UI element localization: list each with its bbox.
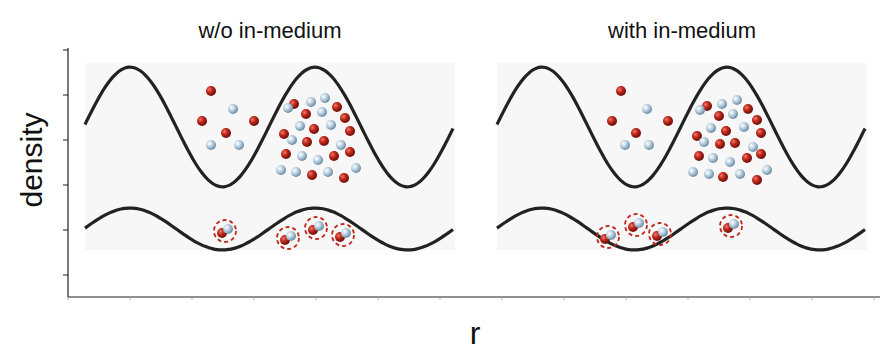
- neutron: [283, 103, 293, 113]
- neutron: [297, 151, 307, 161]
- panel: w/o in-medium: [85, 18, 455, 44]
- axis-title: r: [470, 315, 481, 352]
- proton: [332, 102, 342, 112]
- neutron: [620, 140, 630, 150]
- cluster-ring: [332, 224, 354, 246]
- neutron: [287, 135, 297, 145]
- proton: [607, 116, 617, 126]
- neutron: [739, 122, 749, 132]
- proton: [721, 126, 731, 136]
- neutron: [688, 167, 698, 177]
- proton: [221, 128, 231, 138]
- density-curve: [85, 67, 453, 187]
- cluster-ring: [649, 223, 671, 245]
- proton: [279, 129, 289, 139]
- neutron: [706, 123, 716, 133]
- proton: [329, 151, 339, 161]
- neutron: [606, 230, 616, 240]
- neutron: [295, 121, 305, 131]
- proton: [249, 116, 259, 126]
- neutron: [717, 99, 727, 109]
- panel-title: with in-medium: [497, 18, 867, 44]
- neutron: [323, 167, 333, 177]
- neutron: [704, 169, 714, 179]
- neutron: [735, 169, 745, 179]
- proton: [345, 126, 355, 136]
- neutron: [729, 219, 739, 229]
- proton: [309, 124, 319, 134]
- neutron: [732, 95, 742, 105]
- proton: [301, 109, 311, 119]
- panel-title: w/o in-medium: [85, 18, 455, 44]
- particles: [197, 86, 772, 249]
- cluster-ring: [305, 217, 327, 239]
- proton: [714, 111, 724, 121]
- neutron: [634, 218, 644, 228]
- neutron: [228, 104, 238, 114]
- proton: [663, 116, 673, 126]
- neutron: [313, 155, 323, 165]
- neutron: [286, 231, 296, 241]
- proton: [631, 128, 641, 138]
- proton: [319, 136, 329, 146]
- proton: [281, 149, 291, 159]
- proton: [715, 139, 725, 149]
- proton: [694, 151, 704, 161]
- axis-title: density: [15, 112, 49, 207]
- proton: [302, 137, 312, 147]
- neutron: [314, 221, 324, 231]
- cluster-ring: [277, 227, 299, 249]
- neutron: [728, 109, 738, 119]
- proton: [756, 149, 766, 159]
- neutron: [762, 165, 772, 175]
- cluster-ring: [597, 226, 619, 248]
- panel-ground: [85, 63, 455, 250]
- neutron: [291, 167, 301, 177]
- neutron: [695, 105, 705, 115]
- proton: [752, 175, 762, 185]
- neutron: [276, 165, 286, 175]
- neutron: [644, 140, 654, 150]
- neutron: [206, 140, 216, 150]
- axes: [63, 48, 880, 300]
- proton: [743, 104, 753, 114]
- neutron: [306, 97, 316, 107]
- neutron: [351, 163, 361, 173]
- proton: [307, 170, 317, 180]
- neutron: [320, 93, 330, 103]
- density-waves: [85, 67, 865, 250]
- proton: [756, 128, 766, 138]
- neutron: [725, 157, 735, 167]
- density-curve: [497, 208, 865, 250]
- panel: with in-medium: [497, 18, 867, 44]
- cluster-ring: [214, 220, 236, 242]
- neutron: [708, 153, 718, 163]
- proton: [340, 113, 350, 123]
- neutron: [341, 228, 351, 238]
- density-curve: [497, 67, 865, 187]
- proton: [206, 86, 216, 96]
- proton: [197, 116, 207, 126]
- cluster-ring: [720, 215, 742, 237]
- panel-ground: [497, 63, 867, 250]
- neutron: [699, 137, 709, 147]
- neutron: [748, 142, 758, 152]
- neutron: [658, 227, 668, 237]
- neutron: [223, 224, 233, 234]
- neutron: [234, 140, 244, 150]
- proton: [339, 173, 349, 183]
- cluster-ring: [625, 214, 647, 236]
- proton: [742, 153, 752, 163]
- proton: [730, 138, 740, 148]
- neutron: [642, 104, 652, 114]
- proton: [752, 115, 762, 125]
- neutron: [317, 107, 327, 117]
- proton: [345, 147, 355, 157]
- proton: [616, 86, 626, 96]
- neutron: [326, 120, 336, 130]
- density-curve: [85, 208, 453, 250]
- proton: [718, 172, 728, 182]
- neutron: [336, 140, 346, 150]
